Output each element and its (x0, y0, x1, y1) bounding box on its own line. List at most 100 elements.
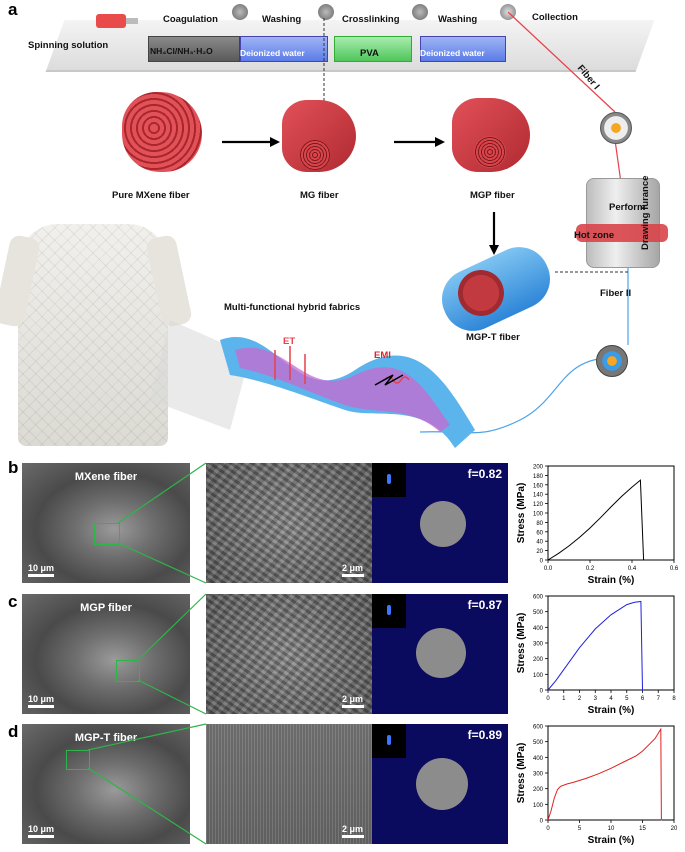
fabric-shirt-image (18, 224, 168, 446)
stress-strain-curve (547, 479, 645, 561)
y-tick-label: 300 (533, 642, 544, 648)
x-tick-label: 1 (562, 696, 566, 702)
panel-letter-b: b (8, 458, 19, 477)
xrd-pattern: f=0.82 (372, 463, 508, 583)
fiber-ii-disk-icon (596, 345, 628, 377)
scale-bar: 2 μm (342, 563, 364, 577)
syringe-tip-icon (126, 18, 138, 24)
y-tick-label: 600 (533, 595, 544, 601)
x-axis-label: Strain (%) (588, 575, 635, 586)
scale-bar: 10 μm (28, 824, 54, 838)
pure-mxene-fiber-label: Pure MXene fiber (112, 190, 190, 201)
drawing-furnace-label: Drawing furance (640, 175, 651, 250)
zoom-box (94, 523, 120, 545)
mgp-fiber-end-icon (474, 136, 506, 168)
xrd-inset (372, 463, 406, 497)
x-tick-label: 3 (594, 696, 598, 702)
x-tick-label: 6 (641, 696, 645, 702)
washing-bath-1 (240, 36, 328, 62)
sem-image-left: MGP fiber 10 μm (22, 594, 190, 714)
xrd-inset (372, 594, 406, 628)
mg-fiber-label: MG fiber (300, 190, 339, 201)
x-tick-label: 15 (639, 826, 646, 832)
hot-zone-band (576, 224, 668, 242)
roller-icon (412, 4, 428, 20)
sem-title: MGP-T fiber (74, 732, 138, 744)
orientation-factor: f=0.82 (467, 467, 502, 481)
y-tick-label: 200 (533, 787, 544, 793)
drawing-furnace (586, 178, 660, 268)
plot-frame (547, 595, 675, 691)
coag-bath-label: NH₄Cl/NH₃·H₂O (150, 46, 213, 56)
hot-zone-label: Hot zone (574, 230, 615, 241)
scale-bar: 10 μm (28, 694, 54, 708)
xrd-pattern: f=0.87 (372, 594, 508, 714)
orientation-factor: f=0.87 (467, 598, 502, 612)
x-tick-label: 2 (578, 696, 582, 702)
y-tick-label: 100 (533, 673, 544, 679)
x-tick-label: 0.0 (544, 566, 553, 572)
y-tick-label: 40 (536, 540, 543, 546)
zoom-box (116, 660, 140, 682)
x-tick-label: 20 (671, 826, 678, 832)
scale-bar-label: 2 μm (342, 563, 364, 573)
xrd-inset (372, 724, 406, 758)
panel-letter-d: d (8, 722, 19, 741)
x-tick-label: 0.4 (628, 566, 637, 572)
scale-bar-label: 10 μm (28, 694, 55, 704)
scale-bar-label: 2 μm (342, 694, 364, 704)
spinning-solution-label: Spinning solution (28, 40, 109, 51)
y-tick-label: 200 (533, 657, 544, 663)
stress-strain-curve (547, 727, 662, 821)
syringe-icon (96, 14, 126, 28)
coagulation-bath (148, 36, 240, 62)
y-tick-label: 400 (533, 626, 544, 632)
beamstop (416, 758, 468, 810)
sem-image-left: MGP-T fiber 10 μm (22, 724, 190, 844)
zoom-connectors (87, 462, 207, 845)
roller-icon (232, 4, 248, 20)
stress-strain-curve (547, 600, 644, 691)
x-axis-label: Strain (%) (588, 705, 635, 716)
fiber-2-label: Fiber II (600, 288, 632, 299)
sem-image-zoom: 2 μm (206, 594, 372, 714)
mgp-fiber-label: MGP fiber (470, 190, 515, 201)
y-tick-label: 80 (536, 521, 543, 527)
y-tick-label: 100 (533, 512, 544, 518)
y-tick-label: 200 (533, 465, 544, 471)
scale-bar-label: 2 μm (342, 824, 364, 834)
y-tick-label: 0 (540, 819, 544, 825)
washing-label-2: Washing (438, 14, 478, 25)
beamstop (420, 501, 466, 547)
y-tick-label: 60 (536, 530, 543, 536)
mg-fiber-end-icon (300, 140, 330, 170)
y-tick-label: 20 (536, 549, 543, 555)
plot-frame (547, 465, 675, 561)
coagulation-label: Coagulation (163, 14, 218, 25)
deionized-water-label-1: Deionized water (240, 48, 305, 58)
x-tick-label: 0 (546, 696, 550, 702)
pure-mxene-fiber-illustration (122, 92, 202, 172)
y-axis-label: Stress (MPa) (516, 613, 527, 674)
y-tick-label: 0 (540, 559, 544, 565)
x-tick-label: 0.2 (586, 566, 595, 572)
beamstop (416, 628, 466, 678)
fabric-title: Multi-functional hybrid fabrics (224, 302, 361, 313)
panel-letter-c: c (8, 592, 18, 611)
x-tick-label: 0 (546, 826, 550, 832)
scale-bar: 2 μm (342, 694, 364, 708)
y-tick-label: 0 (540, 689, 544, 695)
y-tick-label: 140 (533, 493, 544, 499)
scale-bar: 2 μm (342, 824, 364, 838)
y-tick-label: 180 (533, 474, 544, 480)
x-tick-label: 10 (608, 826, 615, 832)
emi-label: EMI (374, 350, 391, 361)
mgp-t-fiber-label: MGP-T fiber (466, 332, 520, 343)
scale-bar: 10 μm (28, 563, 54, 577)
sem-title: MGP fiber (80, 602, 132, 614)
crosslinking-label: Crosslinking (342, 14, 400, 25)
